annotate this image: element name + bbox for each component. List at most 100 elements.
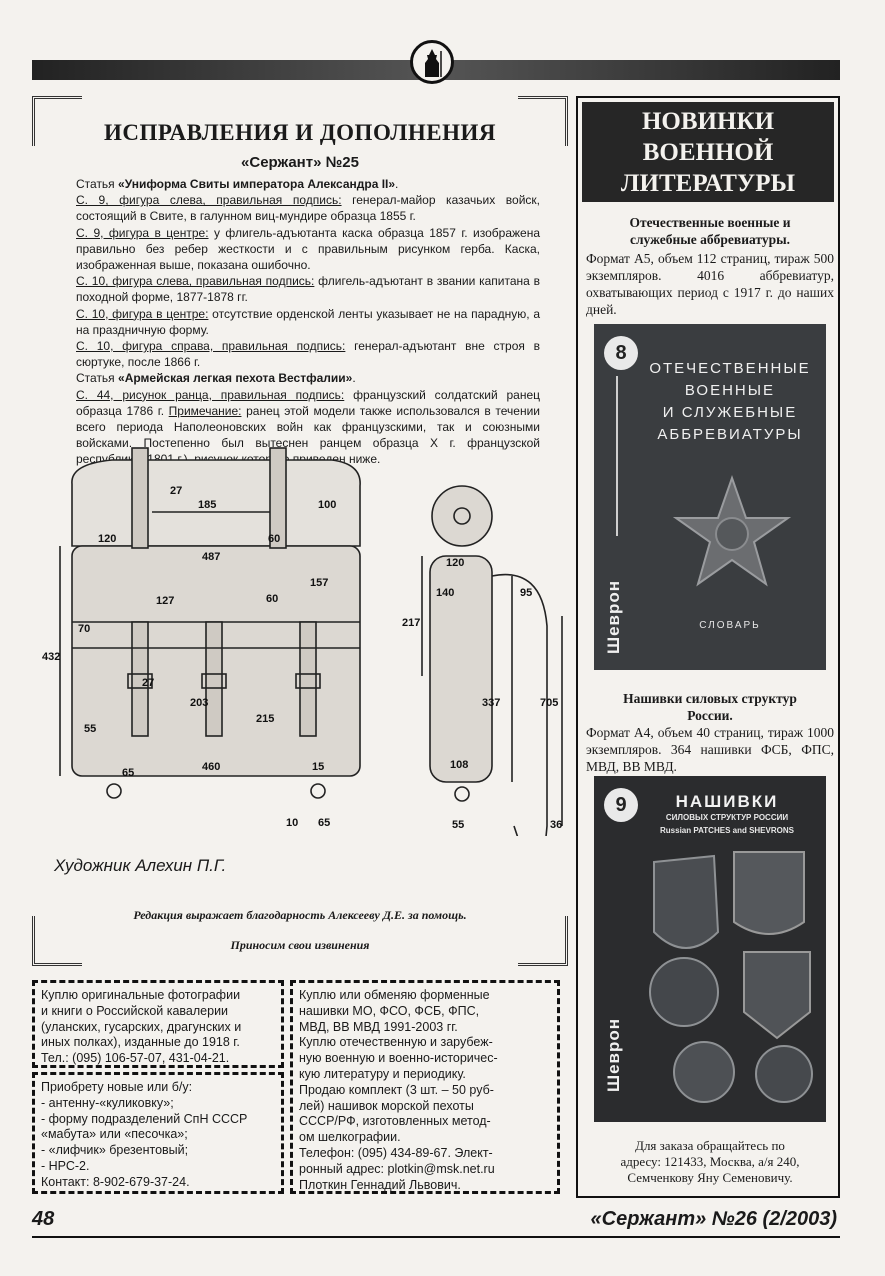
ad-line: МВД, ВВ МВД 1991-2003 гг. bbox=[299, 1019, 458, 1034]
ad-line: Куплю отечественную и зарубеж- bbox=[299, 1035, 493, 1050]
dim-label: 487 bbox=[202, 551, 220, 563]
publisher-spine: Шеврон bbox=[604, 1017, 623, 1092]
ad-line: (уланских, гусарских, драгунских и bbox=[41, 1019, 242, 1034]
article-title: ИСПРАВЛЕНИЯ И ДОПОЛНЕНИЯ bbox=[104, 120, 496, 145]
page-number: 48 bbox=[32, 1208, 55, 1230]
dim-label: 95 bbox=[520, 587, 532, 599]
dim-label: 15 bbox=[312, 761, 324, 773]
cover-title: НАШИВКИ bbox=[675, 792, 779, 811]
ad-line: «мабута» или «песочка»; bbox=[41, 1127, 188, 1142]
corner-ornament bbox=[32, 916, 82, 966]
dim-label: 120 bbox=[446, 557, 464, 569]
article-body: Статья «Униформа Свиты императора Алекса… bbox=[76, 176, 540, 468]
ad-line: Тел.: (095) 106-57-07, 431-04-21. bbox=[41, 1051, 230, 1066]
dim-label: 157 bbox=[310, 577, 328, 589]
dim-label: 60 bbox=[266, 593, 278, 605]
ad-line: нашивки МО, ФСО, ФСБ, ФПС, bbox=[299, 1003, 480, 1018]
paragraph: Статья «Армейская легкая пехота Вестфали… bbox=[76, 371, 356, 386]
classified-ad-photos: Куплю оригинальные фотографии и книги о … bbox=[32, 980, 284, 1068]
cover-subtitle: СИЛОВЫХ СТРУКТУР РОССИИ bbox=[665, 813, 789, 822]
cover-subtitle-english: Russian PATCHES and SHEVRONS bbox=[660, 826, 794, 835]
issue-label: «Сержант» №26 (2/2003) bbox=[590, 1208, 838, 1230]
ad-line: ом шелкографии. bbox=[299, 1130, 401, 1145]
heading-line: НОВИНКИ bbox=[641, 108, 775, 135]
publisher-spine: Шеврон bbox=[604, 579, 623, 654]
paragraph: С. 10, фигура слева, правильная подпись:… bbox=[76, 274, 540, 305]
paragraph: Статья «Униформа Свиты императора Алекса… bbox=[76, 177, 399, 191]
cover-title-line: И СЛУЖЕБНЫЕ bbox=[662, 404, 798, 421]
order-star-icon bbox=[672, 474, 792, 587]
dim-label: 460 bbox=[202, 761, 220, 773]
issue-badge: 8 bbox=[604, 336, 638, 370]
book-cover-patches: 9 НАШИВКИ СИЛОВЫХ СТРУКТУР РОССИИ Russia… bbox=[594, 776, 826, 1122]
book-description: Формат А5, объем 112 страниц, тираж 500 … bbox=[586, 251, 834, 317]
ad-line: лей) нашивок морской пехоты bbox=[299, 1098, 474, 1113]
dim-label: 100 bbox=[318, 499, 336, 511]
dim-label: 60 bbox=[268, 533, 280, 545]
dim-label: 127 bbox=[156, 595, 174, 607]
footer-rule bbox=[32, 1236, 840, 1238]
apology-note: Приносим свои извинения bbox=[230, 938, 370, 952]
corner-ornament bbox=[518, 96, 568, 146]
order-address: Для заказа обращайтесь по адресу: 121433… bbox=[586, 1138, 834, 1186]
dim-label: 120 bbox=[98, 533, 116, 545]
ad-line: Телефон: (095) 434-89-67. Элект- bbox=[299, 1145, 493, 1160]
corrections-article: ИСПРАВЛЕНИЯ И ДОПОЛНЕНИЯ «Сержант» №25 С… bbox=[32, 96, 568, 966]
dim-label: 27 bbox=[142, 677, 154, 689]
patches-collage-icon bbox=[649, 851, 813, 1103]
dim-label: 55 bbox=[84, 723, 96, 735]
book-cover-abbreviations: 8 ОТЕЧЕСТВЕННЫЕ ВОЕННЫЕ И СЛУЖЕБНЫЕ АББР… bbox=[594, 324, 826, 670]
new-books-sidebar: НОВИНКИ ВОЕННОЙ ЛИТЕРАТУРЫ Отечественные… bbox=[576, 96, 840, 1198]
artist-credit: Художник Алехин П.Г. bbox=[54, 856, 227, 875]
title-line: России. bbox=[687, 708, 733, 723]
ad-line: Продаю комплект (3 шт. – 50 руб- bbox=[299, 1082, 494, 1097]
paragraph: С. 10, фигура в центре: отсутствие орден… bbox=[76, 306, 540, 337]
order-line: Семченкову Яну Семеновичу. bbox=[627, 1170, 793, 1185]
title-line: Нашивки силовых структур bbox=[623, 691, 797, 706]
spine-line bbox=[616, 376, 618, 536]
book-title: Отечественные военные и служебные аббрев… bbox=[586, 214, 834, 248]
classified-ad-patches: Куплю или обменяю форменные нашивки МО, … bbox=[290, 980, 560, 1194]
paragraph: С. 9, фигура слева, правильная подпись: … bbox=[76, 193, 540, 224]
cover-title-line: АББРЕВИАТУРЫ bbox=[657, 426, 803, 443]
dim-label: 215 bbox=[256, 713, 274, 725]
dim-label: 10 bbox=[286, 817, 298, 829]
corner-ornament bbox=[518, 916, 568, 966]
cover-title-line: ОТЕЧЕСТВЕННЫЕ bbox=[649, 360, 811, 377]
book-title: Нашивки силовых структур России. bbox=[586, 690, 834, 724]
thanks-note: Редакция выражает благодарность Алексеев… bbox=[133, 908, 467, 922]
dim-label: 337 bbox=[482, 697, 500, 709]
ad-line: кую литературу и периодику. bbox=[299, 1066, 466, 1081]
cover-title: ОТЕЧЕСТВЕННЫЕ ВОЕННЫЕ И СЛУЖЕБНЫЕ АББРЕВ… bbox=[640, 358, 820, 446]
order-line: Для заказа обращайтесь по bbox=[635, 1138, 785, 1153]
issue-badge: 9 bbox=[604, 788, 638, 822]
dim-label: 70 bbox=[78, 623, 90, 635]
dim-label: 217 bbox=[402, 617, 420, 629]
heading-line: ВОЕННОЙ bbox=[642, 139, 774, 166]
title-line: служебные аббревиатуры. bbox=[629, 232, 791, 247]
ad-line: Приобрету новые или б/у: bbox=[41, 1080, 193, 1094]
article-subtitle: «Сержант» №25 bbox=[241, 154, 359, 171]
dim-label: 108 bbox=[450, 759, 468, 771]
classified-ad-equipment: Приобрету новые или б/у: - антенну-«кули… bbox=[32, 1072, 284, 1194]
sidebar-heading: НОВИНКИ ВОЕННОЙ ЛИТЕРАТУРЫ bbox=[582, 102, 834, 202]
dim-label: 65 bbox=[318, 817, 330, 829]
heading-line: ЛИТЕРАТУРЫ bbox=[620, 170, 796, 197]
ad-line: - НРС-2. bbox=[41, 1158, 90, 1173]
dim-label: 185 bbox=[198, 499, 216, 511]
dim-label: 65 bbox=[122, 767, 134, 779]
paragraph: С. 10, фигура справа, правильная подпись… bbox=[76, 339, 541, 370]
ad-line: - «лифчик» брезентовый; bbox=[41, 1143, 189, 1158]
dim-label: 27 bbox=[170, 485, 182, 497]
ad-line: ную военную и военно-историчес- bbox=[299, 1051, 498, 1066]
dim-label: 705 bbox=[540, 697, 558, 709]
soldier-emblem-icon bbox=[410, 40, 454, 84]
ad-line: и книги о Российской кавалерии bbox=[41, 1003, 229, 1018]
ad-line: - антенну-«куликовку»; bbox=[41, 1095, 174, 1110]
cover-subtitle: СЛОВАРЬ bbox=[699, 620, 761, 631]
ad-line: ронный адрес: plotkin@msk.net.ru bbox=[299, 1161, 495, 1176]
dim-label: 55 bbox=[452, 819, 464, 831]
paragraph: С. 9, фигура в центре: у флигель-адъютан… bbox=[76, 225, 540, 273]
order-line: адресу: 121433, Москва, а/я 240, bbox=[620, 1154, 800, 1169]
title-line: Отечественные военные и bbox=[629, 215, 791, 230]
